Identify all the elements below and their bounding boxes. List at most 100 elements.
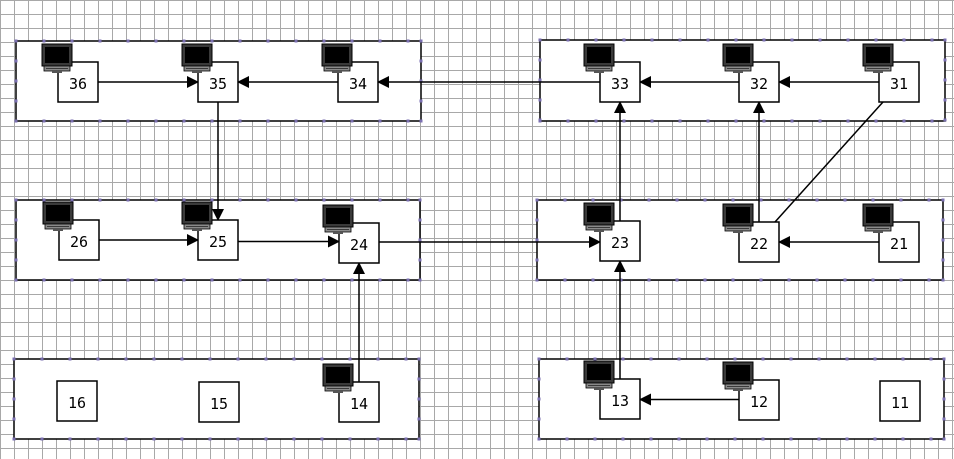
frame-port bbox=[675, 278, 679, 282]
frame-port bbox=[537, 397, 541, 401]
frame-port bbox=[871, 198, 875, 202]
frame-port bbox=[292, 437, 296, 441]
frame-port bbox=[762, 119, 766, 123]
frame-port bbox=[535, 198, 539, 202]
frame-port bbox=[761, 437, 765, 441]
frame-port bbox=[98, 119, 102, 123]
frame-port bbox=[348, 357, 352, 361]
frame-port bbox=[208, 437, 212, 441]
node-box bbox=[57, 61, 99, 103]
frame-port bbox=[591, 278, 595, 282]
frame-port bbox=[815, 278, 819, 282]
node-label: 12 bbox=[750, 393, 768, 411]
frame-port bbox=[703, 198, 707, 202]
frame-port bbox=[42, 198, 46, 202]
node-23[interactable]: 23 bbox=[583, 202, 641, 262]
frame-port bbox=[846, 38, 850, 42]
node-36[interactable]: 36 bbox=[41, 43, 99, 103]
frame-port bbox=[180, 357, 184, 361]
frame-port bbox=[418, 238, 422, 242]
frame-port bbox=[376, 437, 380, 441]
frame-port bbox=[182, 39, 186, 43]
frame-port bbox=[14, 258, 18, 262]
frame-port bbox=[406, 39, 410, 43]
node-33[interactable]: 33 bbox=[583, 43, 641, 103]
frame-port bbox=[126, 119, 130, 123]
frame-port bbox=[70, 198, 74, 202]
frame-port bbox=[761, 357, 765, 361]
frame-port bbox=[322, 278, 326, 282]
frame-port bbox=[14, 79, 18, 83]
frame-port bbox=[14, 59, 18, 63]
frame-port bbox=[762, 38, 766, 42]
frame-port bbox=[42, 39, 46, 43]
frame-port bbox=[419, 59, 423, 63]
node-26[interactable]: 26 bbox=[42, 201, 100, 261]
node-box bbox=[879, 380, 921, 422]
node-label: 31 bbox=[890, 75, 908, 93]
frame-port bbox=[98, 198, 102, 202]
node-22[interactable]: 22 bbox=[722, 203, 780, 263]
frame-port bbox=[68, 357, 72, 361]
frame-port bbox=[789, 357, 793, 361]
frame-port bbox=[901, 357, 905, 361]
frame-port bbox=[874, 38, 878, 42]
node-16[interactable]: 16 bbox=[56, 380, 98, 422]
node-13[interactable]: 13 bbox=[583, 360, 641, 420]
frame-port bbox=[759, 198, 763, 202]
frame-port bbox=[404, 357, 408, 361]
frame-port bbox=[675, 198, 679, 202]
node-35[interactable]: 35 bbox=[181, 43, 239, 103]
frame-port bbox=[406, 278, 410, 282]
node-box bbox=[56, 380, 98, 422]
frame-port bbox=[378, 278, 382, 282]
frame-port bbox=[406, 119, 410, 123]
node-31[interactable]: 31 bbox=[862, 43, 920, 103]
frame-port bbox=[593, 437, 597, 441]
frame-port bbox=[210, 119, 214, 123]
frame-port bbox=[927, 198, 931, 202]
node-14[interactable]: 14 bbox=[322, 363, 380, 423]
frame-port bbox=[565, 357, 569, 361]
frame-port bbox=[941, 278, 945, 282]
computer-monitor-icon bbox=[181, 43, 213, 74]
frame-port bbox=[238, 119, 242, 123]
frame-port bbox=[535, 258, 539, 262]
frame-port bbox=[705, 357, 709, 361]
frame-port bbox=[322, 198, 326, 202]
frame-port bbox=[677, 357, 681, 361]
node-11[interactable]: 11 bbox=[879, 380, 921, 422]
frame-port bbox=[902, 38, 906, 42]
frame-port bbox=[124, 357, 128, 361]
frame-port bbox=[418, 258, 422, 262]
frame-port bbox=[943, 118, 947, 122]
frame-port bbox=[266, 119, 270, 123]
computer-monitor-icon bbox=[181, 201, 213, 232]
frame-port bbox=[943, 98, 947, 102]
frame-port bbox=[210, 39, 214, 43]
node-24[interactable]: 24 bbox=[322, 204, 380, 264]
frame-port bbox=[538, 118, 542, 122]
frame-port bbox=[537, 357, 541, 361]
frame-port bbox=[871, 278, 875, 282]
node-32[interactable]: 32 bbox=[722, 43, 780, 103]
frame-port bbox=[535, 238, 539, 242]
frame-port bbox=[417, 417, 421, 421]
node-15[interactable]: 15 bbox=[198, 381, 240, 423]
frame-port bbox=[417, 377, 421, 381]
frame-port bbox=[264, 357, 268, 361]
frame-port bbox=[677, 437, 681, 441]
frame-port bbox=[294, 119, 298, 123]
frame-port bbox=[731, 198, 735, 202]
frame-port bbox=[154, 119, 158, 123]
node-34[interactable]: 34 bbox=[321, 43, 379, 103]
frame-port bbox=[236, 437, 240, 441]
node-25[interactable]: 25 bbox=[181, 201, 239, 261]
node-label: 32 bbox=[750, 75, 768, 93]
node-21[interactable]: 21 bbox=[862, 203, 920, 263]
node-label: 15 bbox=[210, 395, 228, 413]
node-12[interactable]: 12 bbox=[722, 361, 780, 421]
frame-port bbox=[154, 198, 158, 202]
node-label: 13 bbox=[611, 392, 629, 410]
